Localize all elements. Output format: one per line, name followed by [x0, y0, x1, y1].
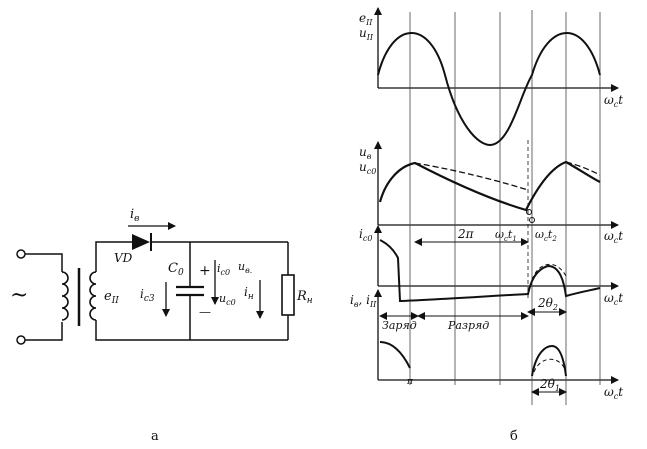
- load-current-label: iн: [244, 285, 254, 302]
- charge-label: Заряд: [382, 319, 417, 332]
- cap-voltage-label: uc0: [219, 292, 236, 307]
- load-resistor-label: Rн: [296, 289, 313, 306]
- cap-charge-current-label: ic3: [140, 287, 155, 304]
- panel2-ylabel: uв: [359, 145, 372, 161]
- diode-current-label: iв: [130, 207, 139, 224]
- diode-symbol: [132, 234, 150, 250]
- theta2-label: 2θ2: [537, 296, 558, 312]
- t2-point: [529, 217, 535, 223]
- cap-voltage-curve: [378, 160, 601, 212]
- rectifier-circuit: ~ eII VD iв C0 + — ic3: [10, 207, 313, 444]
- capacitor-label: C0: [168, 261, 184, 278]
- caption-b: б: [510, 429, 518, 444]
- secondary-emf-curve: [377, 32, 601, 147]
- pi-marker: π: [406, 377, 414, 387]
- panel3-ylabel: ic0: [359, 227, 372, 243]
- primary-winding: [61, 271, 69, 321]
- primary-lead-wires: [25, 253, 63, 341]
- secondary-winding: [89, 271, 97, 321]
- panel1-ylabel: eII: [359, 11, 373, 27]
- panel2-xlabel: ωct: [604, 229, 623, 245]
- panel1-xlabel: ωct: [604, 93, 623, 109]
- t2-label: ωct2: [535, 228, 557, 243]
- panel1-ylabel-2: uII: [359, 26, 374, 42]
- t1-label: ωct1: [495, 228, 517, 243]
- period-label: 2π: [457, 227, 475, 241]
- capacitor-plus-sign: +: [199, 263, 211, 279]
- secondary-emf-label: eII: [104, 289, 119, 306]
- panel3-xlabel: ωct: [604, 291, 623, 307]
- caption-a: а: [151, 429, 159, 444]
- rectified-voltage-curve: [414, 161, 601, 191]
- input-terminal-top: [16, 249, 26, 259]
- t1-point: [526, 209, 532, 215]
- rectified-voltage-label: uв.: [238, 260, 252, 275]
- cap-current-dashed: [531, 264, 567, 281]
- secondary-lead-wires: [95, 241, 288, 341]
- discharge-label: Разряд: [447, 319, 489, 332]
- diode-current-curve: [379, 341, 567, 377]
- time-gridlines: [409, 10, 601, 405]
- theta1-label: 2θ1: [539, 377, 560, 393]
- cap-current-label: ic0: [217, 262, 230, 277]
- panel2-ylabel-2: uc0: [359, 160, 376, 176]
- diode-current-dashed: [533, 358, 567, 373]
- cap-current-curve: [379, 239, 601, 303]
- capacitor-minus-sign: —: [199, 305, 211, 319]
- load-resistor: [281, 274, 295, 316]
- waveform-graphs: eII uII uв uc0 ic0 iв, iII ωct ωct ωct ω…: [350, 7, 623, 444]
- ac-source-symbol: ~: [10, 283, 28, 308]
- panel4-xlabel: ωct: [604, 385, 623, 401]
- diode-label: VD: [114, 251, 133, 265]
- input-terminal-bottom: [16, 335, 26, 345]
- panel4-ylabel: iв, iII: [350, 293, 377, 309]
